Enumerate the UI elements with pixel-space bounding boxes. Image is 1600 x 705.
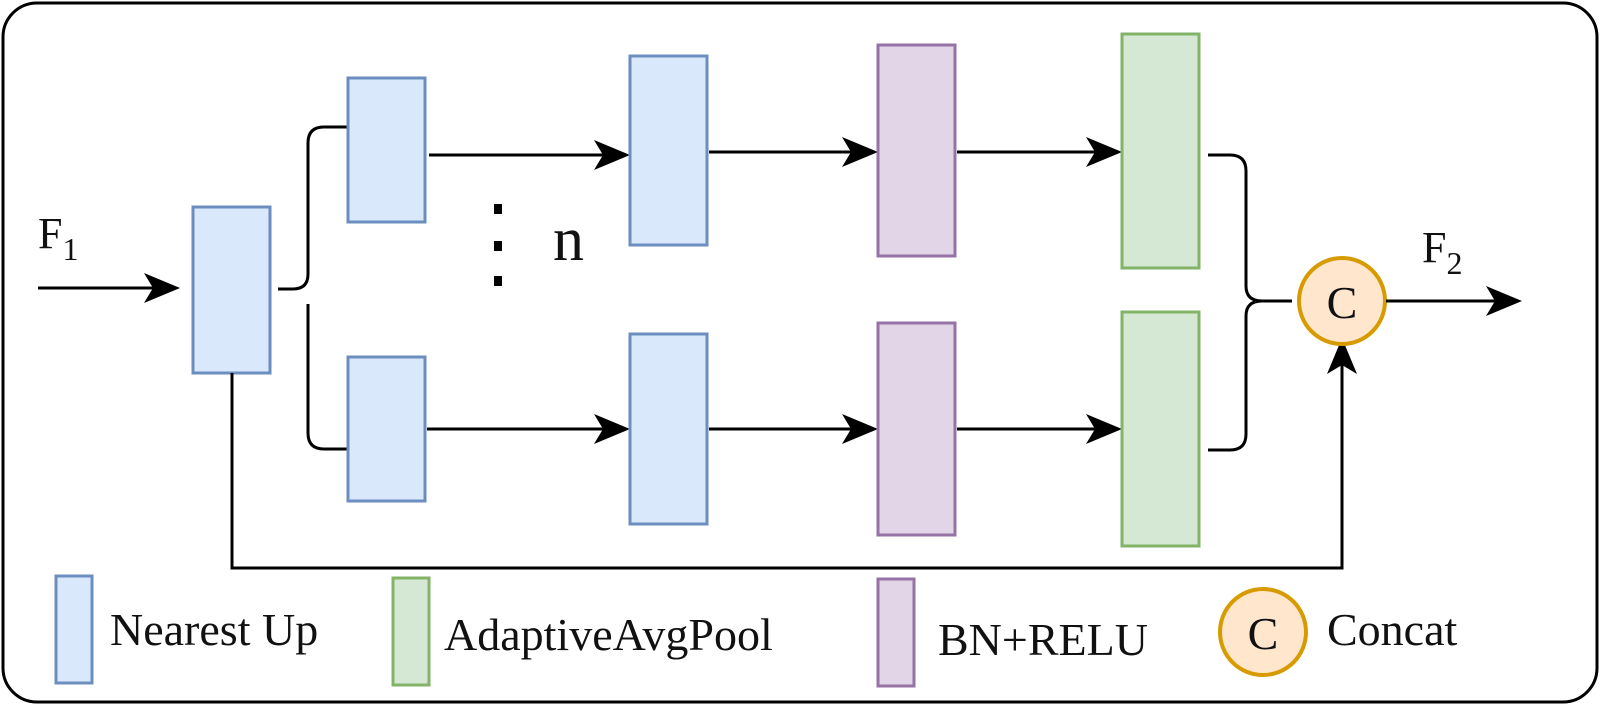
- legend-adaptive-avg-pool-label: AdaptiveAvgPool: [444, 609, 773, 660]
- ellipsis-dot-1: [494, 204, 502, 214]
- legend-concat-swatch: [1218, 587, 1308, 677]
- output-label: F2: [1422, 223, 1462, 281]
- legend-nearest-up-swatch: [54, 574, 94, 685]
- merge-brace: [1208, 153, 1292, 452]
- adaptive-avg-pool-block-branchn: [1120, 310, 1201, 548]
- legend: Nearest Up AdaptiveAvgPool BN+RELU C Con…: [54, 574, 1458, 688]
- concat-node: [1297, 256, 1387, 346]
- legend-concat-label: Concat: [1327, 604, 1458, 655]
- legend-nearest-up-label: Nearest Up: [110, 604, 318, 655]
- split-brace: [278, 125, 348, 451]
- nearest-up-block-branch1-a: [346, 76, 427, 224]
- legend-adaptive-avg-pool-swatch: [391, 576, 431, 687]
- ellipsis-dot-2: [494, 241, 502, 251]
- nearest-up-block-branch1-b: [628, 54, 709, 247]
- bn-relu-block-branch1: [876, 43, 957, 258]
- nearest-up-block-branchn-a: [346, 355, 427, 503]
- bn-relu-block-branchn: [876, 321, 957, 537]
- legend-concat-swatch-symbol: C: [1248, 608, 1279, 659]
- adaptive-avg-pool-block-branch1: [1120, 32, 1201, 270]
- skip-connection: [230, 338, 1357, 570]
- nearest-up-block-branchn-b: [628, 332, 709, 526]
- input-label: F1: [38, 209, 78, 267]
- repeat-count-label: n: [553, 206, 584, 274]
- legend-bn-relu-swatch: [876, 577, 916, 688]
- concat-node-symbol: C: [1327, 277, 1358, 328]
- nearest-up-block-input: [191, 205, 272, 375]
- legend-bn-relu-label: BN+RELU: [938, 614, 1148, 665]
- ellipsis-dot-3: [494, 276, 502, 286]
